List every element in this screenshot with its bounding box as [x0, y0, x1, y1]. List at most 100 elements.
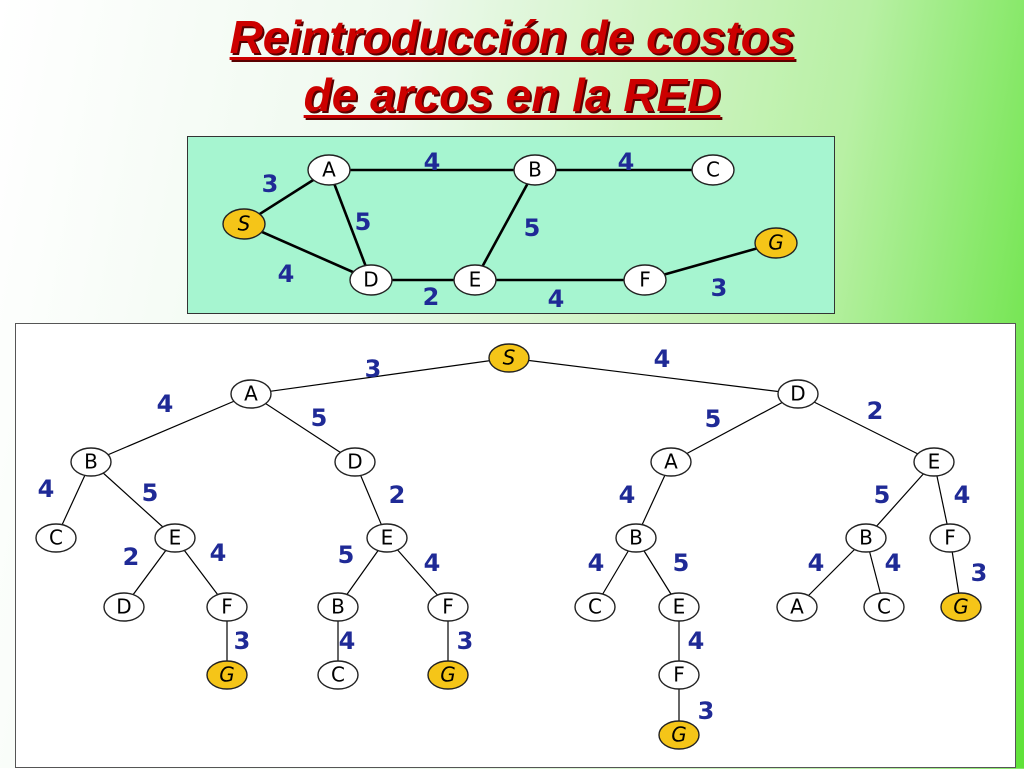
tree-edge-weight: 3 — [971, 559, 988, 587]
tree-goal-node-shape — [940, 592, 982, 622]
tree-node-shape — [913, 447, 955, 477]
tree-node-shape — [650, 447, 692, 477]
tree-node-label: E — [928, 450, 941, 474]
network-edge-weight: 5 — [355, 208, 372, 236]
tree-node-label: F — [442, 595, 454, 619]
network-edge-weight: 4 — [278, 260, 295, 288]
tree-node: B — [845, 523, 887, 553]
tree-node-shape — [154, 523, 196, 553]
tree-node-label: F — [944, 526, 956, 550]
tree-edge — [250, 393, 356, 463]
tree-node-label: G — [219, 663, 235, 687]
tree-edge-weight: 4 — [619, 481, 636, 509]
tree-edge-weight: 3 — [365, 355, 382, 383]
network-node-shape — [691, 154, 735, 186]
network-node-shape — [453, 264, 497, 296]
tree-node: C — [574, 592, 616, 622]
tree-node: E — [366, 523, 408, 553]
tree-node: G — [206, 660, 248, 690]
tree-node-shape — [366, 523, 408, 553]
tree-node: E — [913, 447, 955, 477]
tree-goal-node-shape — [206, 660, 248, 690]
tree-node-label: B — [629, 526, 643, 550]
tree-node-shape — [863, 592, 905, 622]
tree-edge-weight: 3 — [457, 627, 474, 655]
tree-edge — [670, 393, 799, 463]
tree-node: F — [929, 523, 971, 553]
network-node-shape — [307, 154, 351, 186]
tree-edge-weight: 4 — [38, 475, 55, 503]
tree-node-label: C — [49, 526, 63, 550]
title-line-1: Reintroducción de costos — [229, 11, 795, 63]
tree-node-label: G — [953, 595, 969, 619]
tree-node-label: G — [440, 663, 456, 687]
tree-edge-weight: 4 — [654, 345, 671, 373]
tree-node-shape — [103, 592, 145, 622]
network-edges — [243, 168, 777, 282]
tree-edge-weight: 4 — [885, 549, 902, 577]
tree-edge-weight: 4 — [688, 627, 705, 655]
tree-edge-weight: 4 — [424, 549, 441, 577]
tree-node: C — [35, 523, 77, 553]
tree-node-label: B — [331, 595, 345, 619]
tree-edge-weight: 5 — [142, 479, 159, 507]
tree-edge-weight: 3 — [698, 697, 715, 725]
tree-node-shape — [615, 523, 657, 553]
network-goal-node-shape — [754, 227, 798, 259]
tree-node: A — [776, 592, 818, 622]
tree-node-shape — [70, 447, 112, 477]
tree-node-label: F — [221, 595, 233, 619]
tree-node: F — [427, 592, 469, 622]
tree-node: F — [206, 592, 248, 622]
tree-edge-weight: 4 — [157, 390, 174, 418]
tree-node-shape — [658, 592, 700, 622]
tree-node: D — [334, 447, 376, 477]
tree-node: E — [154, 523, 196, 553]
network-edge-weight: 4 — [548, 285, 565, 313]
tree-edge — [865, 461, 935, 539]
tree-node-shape — [334, 447, 376, 477]
tree-node-shape — [427, 592, 469, 622]
network-node-shape — [623, 264, 667, 296]
network-edge-weight: 3 — [711, 274, 728, 302]
tree-node-shape — [929, 523, 971, 553]
tree-node-shape — [574, 592, 616, 622]
tree-node-label: F — [673, 663, 685, 687]
tree-node-shape — [658, 660, 700, 690]
network-node-label: F — [639, 268, 651, 292]
network-edge — [644, 241, 777, 282]
network-node: F — [623, 264, 667, 296]
tree-node-label: C — [331, 663, 345, 687]
tree-goal-node-shape — [488, 343, 530, 373]
tree-goal-node-shape — [658, 720, 700, 750]
tree-node: A — [230, 379, 272, 409]
tree-node-shape — [776, 592, 818, 622]
network-edge-weight: 4 — [618, 148, 635, 176]
tree-edge-weight: 4 — [339, 627, 356, 655]
network-node-label: E — [469, 268, 482, 292]
tree-edge-weight: 5 — [705, 405, 722, 433]
tree-node-label: D — [790, 382, 805, 406]
tree-node: E — [658, 592, 700, 622]
tree-node-shape — [777, 379, 819, 409]
tree-edge-weight: 5 — [338, 541, 355, 569]
network-node-label: C — [706, 158, 720, 182]
network-node-label: A — [322, 158, 336, 182]
tree-edge — [508, 357, 799, 395]
tree-edge-weight: 4 — [808, 549, 825, 577]
tree-node: S — [488, 343, 530, 373]
tree-edge-weight: 2 — [123, 543, 140, 571]
tree-node-shape — [317, 592, 359, 622]
network-goal-node-shape — [222, 208, 266, 240]
tree-node-label: D — [347, 450, 362, 474]
tree-node-label: B — [84, 450, 98, 474]
network-node: C — [691, 154, 735, 186]
tree-node-label: C — [877, 595, 891, 619]
tree-node-label: E — [673, 595, 686, 619]
tree-node-shape — [35, 523, 77, 553]
